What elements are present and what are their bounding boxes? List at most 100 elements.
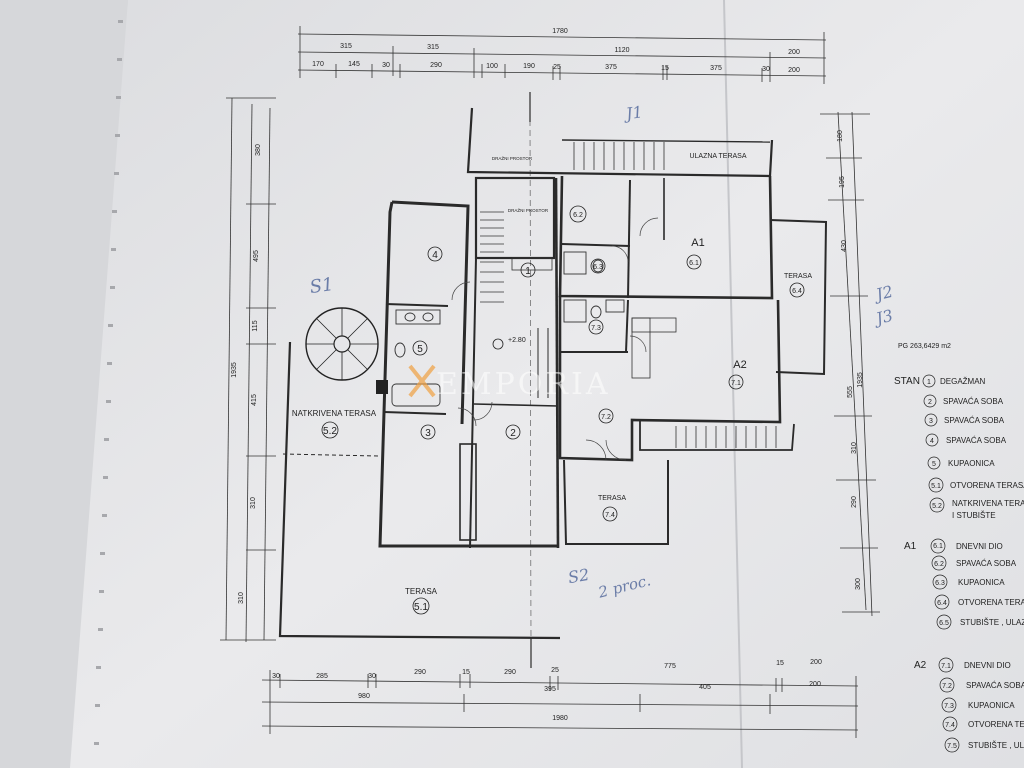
watermark-logo: EMPORIA — [408, 364, 608, 402]
dim-label: 200 — [788, 67, 800, 74]
bottom-dimension-lines — [261, 670, 859, 738]
dim-label: 180 — [837, 130, 844, 142]
legend-num: 7.2 — [942, 683, 952, 690]
room-7-3-number: 7.3 — [591, 325, 601, 332]
legend-a2-title: A2 — [914, 660, 927, 671]
chimney-block — [376, 380, 388, 394]
room-2-number: 2 — [510, 428, 516, 439]
legend-num: 6.4 — [937, 600, 947, 607]
room-6-1-number: 6.1 — [689, 260, 699, 267]
right-dimension-lines — [820, 111, 880, 617]
dim-label: 380 — [255, 144, 262, 156]
handwritten-note: J2 — [871, 282, 895, 305]
legend-marker — [922, 374, 936, 388]
legend-num: 3 — [929, 418, 933, 425]
drawing-sheet — [70, 0, 1024, 768]
spiral-staircase — [305, 307, 379, 381]
dim-label: 980 — [358, 693, 370, 700]
dim-label: 100 — [486, 63, 498, 70]
legend-label: SPAVAĆA SOBA — [946, 436, 1007, 445]
legend-num: 2 — [928, 399, 932, 406]
handwritten-note: J3 — [871, 306, 895, 329]
door-swings — [451, 217, 659, 461]
legend-label: OTVORENA TERASA — [958, 598, 1024, 607]
legend-marker — [932, 574, 948, 590]
legend-num: 7.3 — [944, 703, 954, 710]
dim-label: 290 — [504, 669, 516, 676]
legend-num: 7.1 — [941, 663, 951, 670]
bathroom-fixtures — [391, 251, 625, 407]
dim-label: 310 — [851, 442, 858, 454]
dim-label: 405 — [699, 684, 711, 691]
dim-label: 495 — [253, 250, 260, 262]
dim-label: 30 — [368, 673, 376, 680]
legend-label: SPAVAĆA SOBA — [956, 559, 1017, 568]
dim-label: 290 — [851, 496, 858, 508]
room-7-4-number: 7.4 — [605, 512, 615, 519]
floor-plan-walls — [278, 92, 828, 668]
room-5-2-number: 5.2 — [323, 426, 337, 437]
legend-label: SPAVAĆA SOBA — [944, 416, 1005, 425]
handwritten-note: J1 — [622, 102, 644, 124]
dim-label: 200 — [810, 659, 822, 666]
room-6-3-number: 6.3 — [593, 264, 603, 271]
legend-marker — [938, 657, 954, 673]
legend-label: STUBIŠTE , ULAZNA — [960, 618, 1024, 627]
level-marker-icon — [492, 338, 504, 350]
handwritten-note: S2 — [567, 565, 591, 587]
legend-marker — [944, 737, 960, 753]
dim-label: 315 — [427, 44, 439, 51]
top-dimension-labels: 1780 315 315 1120 200 170 145 30 290 100… — [312, 28, 800, 74]
legend-label: OTVORENA TERASA — [950, 481, 1024, 490]
legend-marker — [941, 697, 957, 713]
room-6-2-number: 6.2 — [573, 212, 583, 219]
dim-label: 30 — [382, 62, 390, 69]
legend-marker — [929, 497, 945, 513]
dim-label: 15 — [462, 669, 470, 676]
legend-a1: A1 6.1 DNEVNI DIO 6.2 SPAVAĆA SOBA 6.3 K… — [904, 538, 1024, 630]
dim-total-top: 1780 — [552, 28, 568, 35]
room-7-2-number: 7.2 — [601, 414, 611, 421]
dim-label: 300 — [855, 578, 862, 590]
left-dimension-labels: 1935 380 495 115 415 310 310 — [231, 144, 262, 604]
legend-num: 5.2 — [932, 503, 942, 510]
legend-num: 6.2 — [934, 561, 944, 568]
legend-marker — [939, 677, 955, 693]
dim-label: 555 — [847, 386, 854, 398]
room-5-1-number: 5.1 — [414, 602, 428, 613]
dim-label: 415 — [251, 394, 258, 406]
room-labels — [321, 205, 805, 615]
dim-label: 25 — [553, 64, 561, 71]
legend-stan: STAN 1 DEGAŽMAN 2 SPAVAĆA SOBA 3 SPAVAĆA… — [894, 374, 1024, 520]
legend-num: 6.1 — [933, 543, 943, 550]
legend-num: 7.5 — [947, 743, 957, 750]
legend-marker — [924, 413, 938, 427]
dim-label: 310 — [238, 592, 245, 604]
room-5-number: 5 — [417, 344, 423, 355]
dim-label: 15 — [776, 660, 784, 667]
dim-label: 375 — [710, 65, 722, 72]
legend-num: 1 — [927, 379, 931, 386]
dim-label: 200 — [788, 49, 800, 56]
dim-label: 30 — [762, 66, 770, 73]
legend-marker — [923, 394, 937, 408]
legend-marker — [928, 477, 944, 493]
legend-label: DNEVNI DIO — [956, 542, 1003, 551]
legend-marker — [927, 456, 941, 470]
binder-holes — [94, 20, 123, 745]
room-numbers: 4 5 3 2 1 6.2 6.3 6.1 6.4 7.3 7.1 7.2 7.… — [292, 153, 812, 613]
terrace-label: TERASA — [405, 587, 438, 596]
legend-marker — [925, 433, 939, 447]
floor-level-label: +2.80 — [508, 337, 526, 344]
legend-label: I STUBIŠTE — [952, 511, 996, 520]
legend-label: DEGAŽMAN — [940, 377, 986, 386]
top-dimension-lines — [297, 26, 827, 84]
left-dimension-lines — [220, 97, 276, 643]
dim-label: 1120 — [614, 47, 629, 54]
legend-marker — [942, 716, 958, 732]
paper-fold — [723, 0, 743, 768]
legend-num: 5.1 — [931, 483, 941, 490]
dim-label: 775 — [664, 663, 676, 670]
legend-marker — [936, 614, 952, 630]
